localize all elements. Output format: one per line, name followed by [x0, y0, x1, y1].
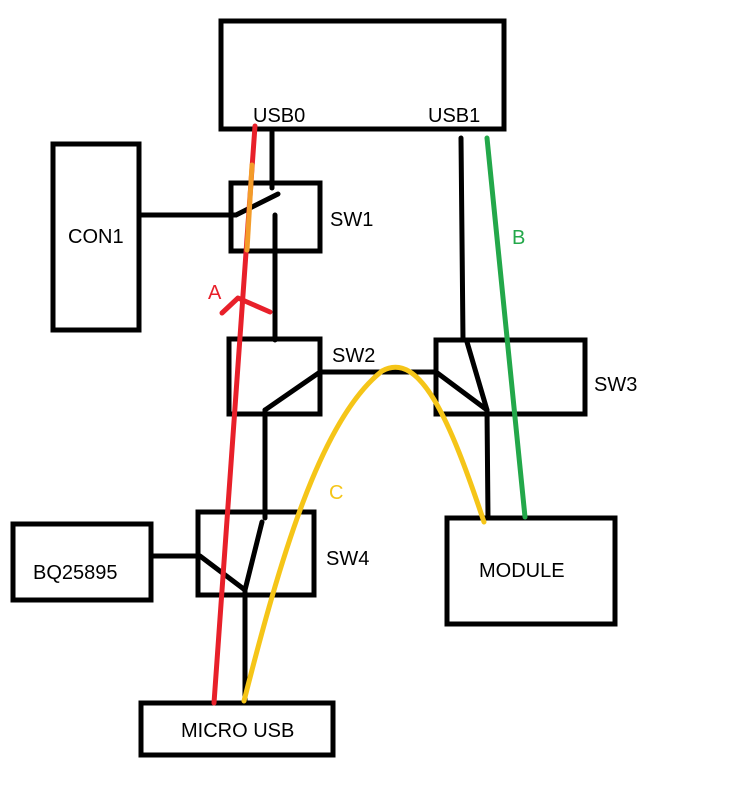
wire-con1-sw1-switch [138, 191, 281, 218]
sw2-label: SW2 [332, 345, 375, 367]
usb1-label: USB1 [428, 105, 480, 127]
con1-box [50, 141, 142, 333]
bq25895-label: BQ25895 [33, 562, 118, 584]
path-c-line [241, 364, 487, 704]
module-box [444, 515, 618, 627]
host-box [218, 18, 507, 132]
sw4-label: SW4 [326, 548, 369, 570]
micro-usb-label: MICRO USB [181, 720, 294, 742]
con1-label: CON1 [68, 226, 124, 248]
path-a-arrow-icon [219, 295, 273, 316]
path-a-overlap-segment [244, 162, 255, 253]
wire-sw3-switch [433, 339, 490, 413]
wire-sw4-switch-arm [242, 519, 265, 593]
bq25895-box [10, 521, 154, 603]
wire-usb1-sw3 [458, 135, 466, 343]
module-label: MODULE [479, 560, 565, 582]
path-c-label: C [329, 482, 343, 504]
path-b-label: B [512, 227, 525, 249]
sw3-box [433, 337, 588, 417]
wire-sw3-module [484, 407, 491, 521]
path-a-label: A [208, 282, 222, 304]
wire-sw2-switch-to-sw3 [262, 369, 439, 413]
sw1-label: SW1 [330, 209, 373, 231]
usb0-label: USB0 [253, 105, 305, 127]
path-b-line [484, 135, 528, 520]
black-wiring [138, 129, 491, 706]
wire-bq-sw4-switch [148, 553, 248, 593]
micro-usb-box [138, 700, 336, 758]
sw3-label: SW3 [594, 374, 637, 396]
